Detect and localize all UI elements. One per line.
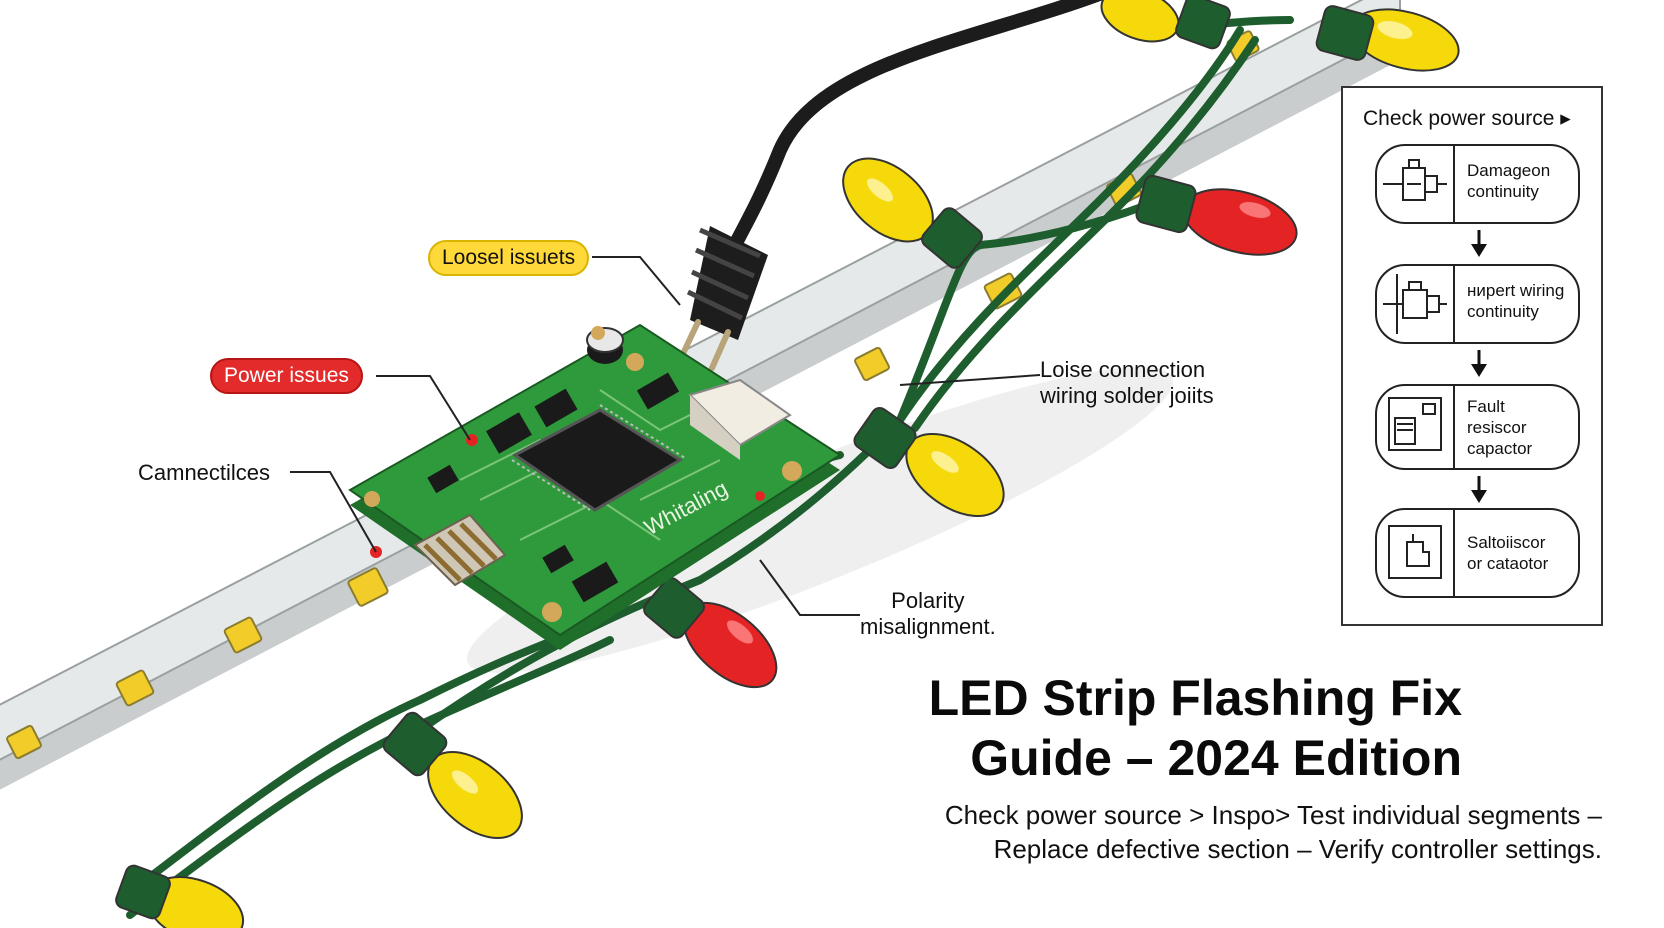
flow-step-1-line-1: Damageon: [1467, 161, 1551, 180]
callout-loose-connection-line-1: Loise connection: [1040, 357, 1206, 382]
flow-step-4-line-2: or cataotor: [1467, 554, 1549, 573]
callout-loose-connection: Loise connection wiring solder joiits: [1040, 357, 1214, 409]
flow-step-3-line-3: capactor: [1467, 439, 1533, 458]
page-title-line-1: LED Strip Flashing Fix: [928, 670, 1462, 726]
flow-step-3: Fault resiscor capactor: [1375, 384, 1580, 470]
callout-leaders: [290, 256, 1041, 616]
controller-board: [348, 323, 842, 650]
page-title-line-2: Guide – 2024 Edition: [970, 730, 1462, 786]
page-subtitle-line-1: Check power source > Inspo> Test individ…: [944, 800, 1602, 830]
arrow-down-icon: [1471, 230, 1487, 257]
flow-step-4: Saltoiiscor or cataotor: [1375, 508, 1580, 598]
flow-step-2: ниpert wiring continuity: [1375, 264, 1580, 344]
callout-polarity-line-1: Polarity: [891, 588, 965, 613]
flow-step-1-text: Damageon continuity: [1467, 160, 1550, 202]
flow-step-3-text: Fault resiscor capactor: [1467, 396, 1532, 459]
flow-step-2-text: ниpert wiring continuity: [1467, 280, 1564, 322]
title-block: LED Strip Flashing Fix Guide – 2024 Edit…: [842, 668, 1602, 866]
flow-step-4-text: Saltoiiscor or cataotor: [1467, 532, 1548, 574]
flowchart-title: Check power source ▸: [1363, 106, 1571, 131]
flow-step-1: Damageon continuity: [1375, 144, 1580, 224]
socket-icon: [1388, 525, 1442, 579]
callout-power-issues: Power issues: [210, 358, 363, 394]
page-subtitle-line-2: Replace defective section – Verify contr…: [993, 834, 1602, 864]
flow-step-3-line-2: resiscor: [1467, 418, 1527, 437]
page-subtitle: Check power source > Inspo> Test individ…: [842, 798, 1602, 866]
page-title: LED Strip Flashing Fix Guide – 2024 Edit…: [842, 668, 1462, 788]
arrow-down-icon: [1471, 476, 1487, 503]
arrow-right-icon: ▸: [1560, 107, 1571, 130]
flow-step-4-line-1: Saltoiiscor: [1467, 533, 1546, 552]
bulbs: [115, 0, 1460, 928]
device-icon: [1388, 397, 1442, 451]
connector-icon: [1383, 159, 1447, 201]
flow-step-3-line-1: Fault: [1467, 397, 1505, 416]
callout-loose-issues: Loosel issuets: [428, 240, 590, 276]
callout-polarity-line-2: misalignment.: [860, 614, 996, 639]
callout-loose-connection-line-2: wiring solder joiits: [1040, 383, 1214, 408]
power-cable: [677, 0, 1104, 371]
arrow-down-icon: [1471, 350, 1487, 377]
light-string-wires: [116, 16, 1294, 919]
callout-polarity: Polarity misalignment.: [860, 588, 996, 640]
flow-step-2-line-2: continuity: [1467, 302, 1539, 321]
flowchart-title-text: Check power source: [1363, 107, 1555, 130]
flow-step-1-line-2: continuity: [1467, 182, 1539, 201]
plug-icon: [1383, 274, 1447, 334]
flow-step-2-line-1: ниpert wiring: [1467, 281, 1565, 300]
troubleshooting-flowchart: Check power source ▸ Damageon continuity: [1341, 86, 1603, 626]
callout-connections: Camnectilces: [138, 460, 271, 485]
